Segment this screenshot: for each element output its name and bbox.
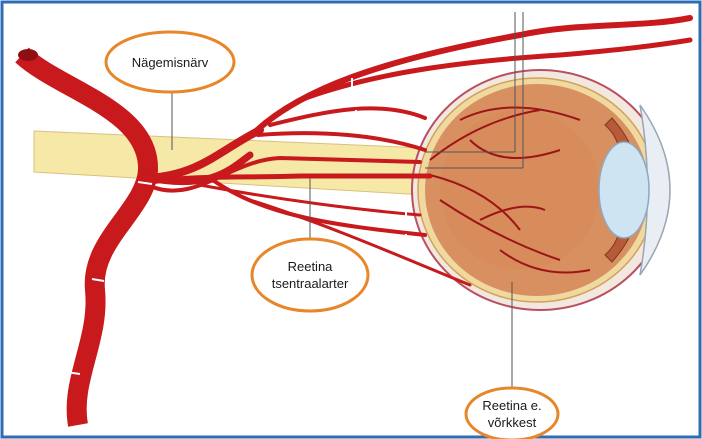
eyeball (412, 70, 670, 310)
optic-nerve-label: Nägemisnärv (132, 55, 209, 70)
retina-label-line2: võrkkest (488, 415, 537, 430)
central-retinal-artery-label-line2: tsentraalarter (272, 276, 349, 291)
callout-optic-nerve: Nägemisnärv (106, 32, 234, 92)
central-retinal-artery-label-line1: Reetina (288, 259, 334, 274)
lens (599, 142, 649, 238)
retina-label-line1: Reetina e. (482, 398, 541, 413)
callout-retina: Reetina e. võrkkest (466, 388, 558, 439)
artery-opening (18, 49, 38, 61)
callout-central-retinal-artery: Reetina tsentraalarter (252, 239, 368, 311)
